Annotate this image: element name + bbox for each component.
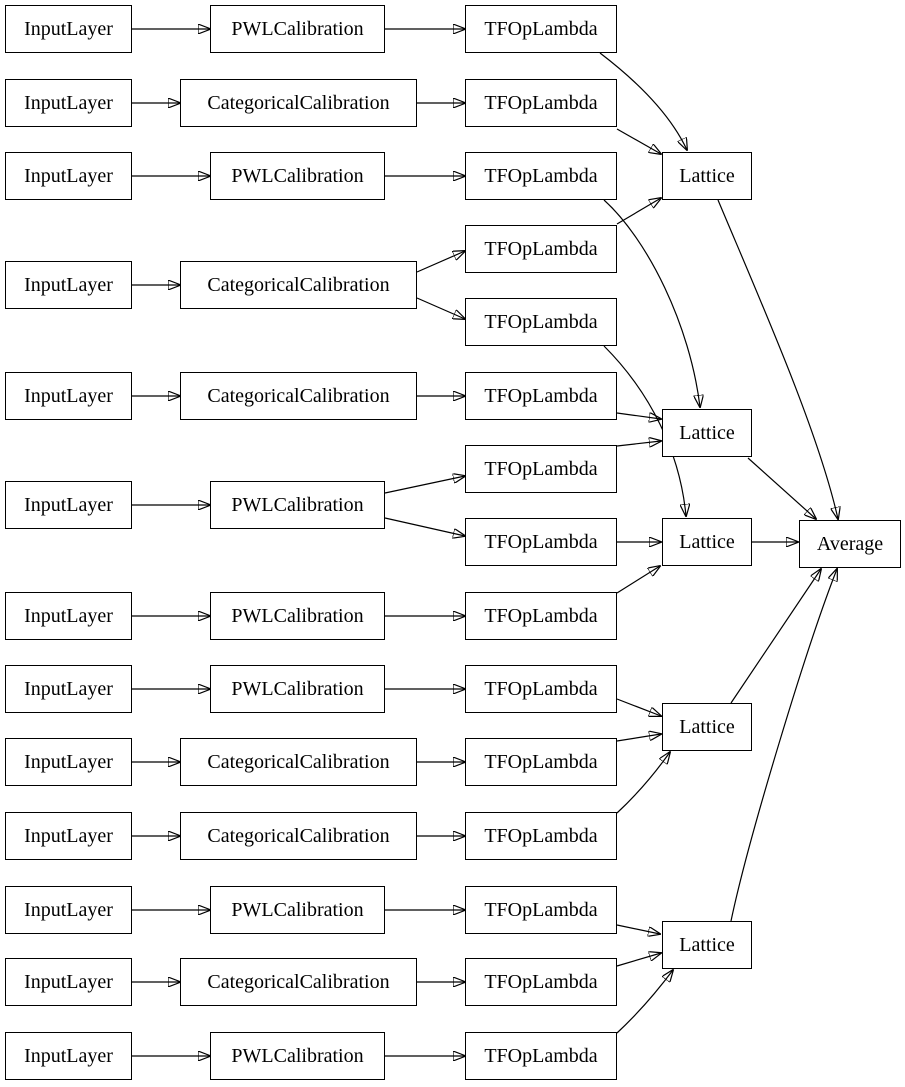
node-in4: InputLayer: [5, 261, 132, 309]
node-in3: InputLayer: [5, 152, 132, 200]
node-cal10: CategoricalCalibration: [180, 812, 417, 860]
node-in2: InputLayer: [5, 79, 132, 127]
node-lat2: Lattice: [662, 409, 752, 457]
node-lat1: Lattice: [662, 152, 752, 200]
node-in10: InputLayer: [5, 812, 132, 860]
edge-op13-lat5: [616, 970, 673, 1034]
node-op4b: TFOpLambda: [465, 298, 617, 346]
node-cal11: PWLCalibration: [210, 886, 385, 934]
edge-op2-lat1: [616, 128, 661, 154]
edge-op8-lat4: [616, 698, 661, 716]
node-cal3: PWLCalibration: [210, 152, 385, 200]
node-op12: TFOpLambda: [465, 958, 617, 1006]
node-op7: TFOpLambda: [465, 592, 617, 640]
node-cal7: PWLCalibration: [210, 592, 385, 640]
edge-op4a-lat1: [616, 198, 661, 225]
node-op9: TFOpLambda: [465, 738, 617, 786]
edge-lat1-avg: [717, 199, 838, 519]
node-cal12: CategoricalCalibration: [180, 958, 417, 1006]
node-lat5: Lattice: [662, 921, 752, 969]
node-op2: TFOpLambda: [465, 79, 617, 127]
edge-op12-lat5: [616, 953, 661, 967]
node-op10: TFOpLambda: [465, 812, 617, 860]
edge-cal4-op4b: [416, 297, 465, 319]
edge-op5-lat2: [616, 412, 661, 419]
edge-op10-lat4: [616, 752, 670, 814]
node-op11: TFOpLambda: [465, 886, 617, 934]
edge-op7-lat3: [616, 566, 660, 594]
node-op3: TFOpLambda: [465, 152, 617, 200]
edge-op3-lat2: [603, 199, 700, 407]
node-op13: TFOpLambda: [465, 1032, 617, 1080]
node-in8: InputLayer: [5, 665, 132, 713]
edge-cal4-op4a: [416, 251, 465, 273]
node-in11: InputLayer: [5, 886, 132, 934]
edge-lat2-avg: [747, 457, 816, 519]
node-in13: InputLayer: [5, 1032, 132, 1080]
node-cal1: PWLCalibration: [210, 5, 385, 53]
edge-op11-lat5: [616, 924, 660, 934]
node-cal4: CategoricalCalibration: [180, 261, 417, 309]
edge-op6a-lat2: [616, 441, 661, 446]
node-op8: TFOpLambda: [465, 665, 617, 713]
node-op5: TFOpLambda: [465, 372, 617, 420]
node-in5: InputLayer: [5, 372, 132, 420]
node-cal5: CategoricalCalibration: [180, 372, 417, 420]
node-cal9: CategoricalCalibration: [180, 738, 417, 786]
node-cal13: PWLCalibration: [210, 1032, 385, 1080]
edge-cal6-op6a: [384, 476, 465, 494]
node-in6: InputLayer: [5, 481, 132, 529]
node-op1: TFOpLambda: [465, 5, 617, 53]
node-op6a: TFOpLambda: [465, 445, 617, 493]
node-in1: InputLayer: [5, 5, 132, 53]
node-cal6: PWLCalibration: [210, 481, 385, 529]
node-in7: InputLayer: [5, 592, 132, 640]
node-in12: InputLayer: [5, 958, 132, 1006]
node-cal2: CategoricalCalibration: [180, 79, 417, 127]
node-cal8: PWLCalibration: [210, 665, 385, 713]
edge-cal6-op6b: [384, 517, 465, 536]
node-avg: Average: [799, 520, 901, 568]
node-lat4: Lattice: [662, 703, 752, 751]
node-in9: InputLayer: [5, 738, 132, 786]
node-op4a: TFOpLambda: [465, 225, 617, 273]
edge-lat4-avg: [730, 569, 821, 704]
edge-op9-lat4: [616, 734, 661, 742]
node-lat3: Lattice: [662, 518, 752, 566]
node-op6b: TFOpLambda: [465, 518, 617, 566]
